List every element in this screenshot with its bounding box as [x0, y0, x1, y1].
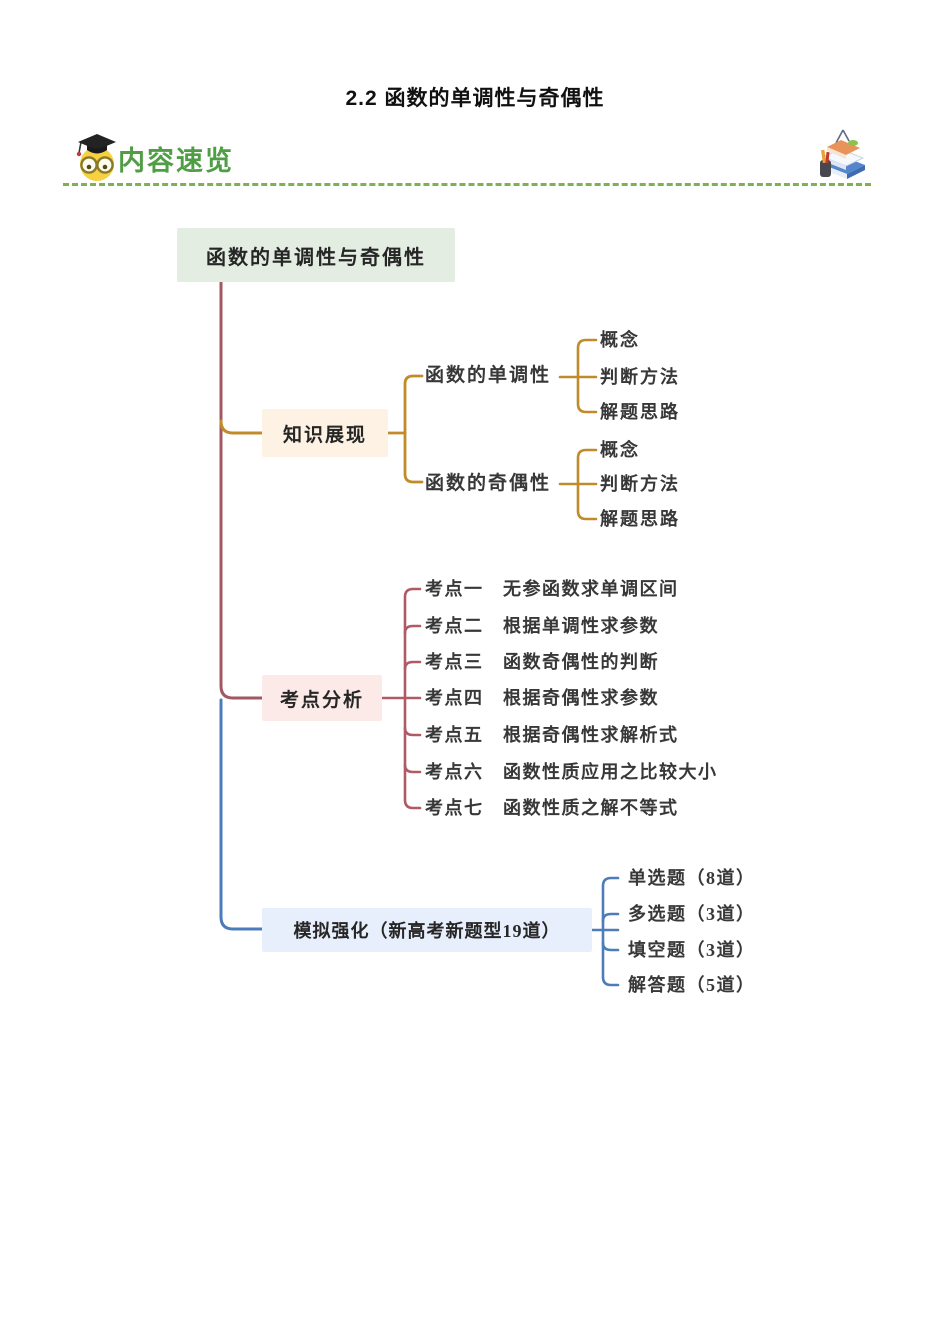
- connector-knowledge-split: [403, 374, 424, 484]
- connector-trunk-maroon: [219, 280, 264, 700]
- leaf-keypoint-4: 考点四 根据奇偶性求参数: [425, 688, 659, 708]
- leaf-parity-method: 判断方法: [600, 474, 680, 494]
- connector-practice-stub1: [601, 912, 620, 923]
- leaf-practice-free-response: 解答题（5道）: [628, 975, 756, 995]
- leaf-practice-multi-choice: 多选题（3道）: [628, 904, 756, 924]
- leaf-monotonicity-concept: 概念: [600, 330, 640, 350]
- connector-examples-stub2: [403, 660, 422, 671]
- leaf-parity-approach: 解题思路: [600, 509, 680, 529]
- page-title: 2.2 函数的单调性与奇偶性: [345, 87, 605, 110]
- subtopic-monotonicity: 函数的单调性: [425, 365, 552, 386]
- leaf-keypoint-3: 考点三 函数奇偶性的判断: [425, 652, 659, 672]
- leaf-keypoint-2: 考点二 根据单调性求参数: [425, 616, 659, 636]
- leaf-keypoint-1: 考点一 无参函数求单调区间: [425, 579, 679, 599]
- leaf-keypoint-7: 考点七 函数性质之解不等式: [425, 798, 679, 818]
- leaf-parity-concept: 概念: [600, 440, 640, 460]
- leaf-monotonicity-method: 判断方法: [600, 367, 680, 387]
- leaf-monotonicity-approach: 解题思路: [600, 402, 680, 422]
- connector-examples-stub5: [403, 763, 422, 774]
- connector-parity-bracket-top: [576, 448, 598, 486]
- leaf-keypoint-5: 考点五 根据奇偶性求解析式: [425, 725, 679, 745]
- connector-examples-stub4: [403, 726, 422, 737]
- connector-examples-stub1: [403, 624, 422, 635]
- connector-practice-top: [601, 876, 620, 932]
- mindmap-root-node: 函数的单调性与奇偶性: [177, 228, 455, 282]
- connector-mono-bracket-top: [576, 338, 598, 379]
- connector-parity-bracket-bottom: [576, 482, 598, 521]
- branch-node-examples: 考点分析: [262, 675, 382, 721]
- section-header-label: 内容速览: [118, 146, 234, 176]
- connector-examples-bottom: [403, 696, 422, 810]
- connector-examples-top: [403, 587, 422, 700]
- connector-practice-stub2: [601, 941, 620, 952]
- owl-graduate-icon: [76, 134, 116, 181]
- subtopic-parity: 函数的奇偶性: [425, 473, 552, 494]
- connector-elbow-knowledge: [219, 419, 264, 435]
- dashed-divider: [63, 183, 871, 186]
- leaf-practice-single-choice: 单选题（8道）: [628, 868, 756, 888]
- connector-practice-bottom: [601, 928, 620, 987]
- connector-mono-bracket-bottom: [576, 375, 598, 414]
- leaf-practice-fill-blank: 填空题（3道）: [628, 940, 756, 960]
- connector-trunk-blue: [219, 698, 264, 931]
- books-stack-icon: [820, 129, 865, 179]
- branch-node-practice: 模拟强化（新高考新题型19道）: [262, 908, 592, 952]
- leaf-keypoint-6: 考点六 函数性质应用之比较大小: [425, 762, 718, 782]
- branch-node-knowledge: 知识展现: [262, 409, 388, 457]
